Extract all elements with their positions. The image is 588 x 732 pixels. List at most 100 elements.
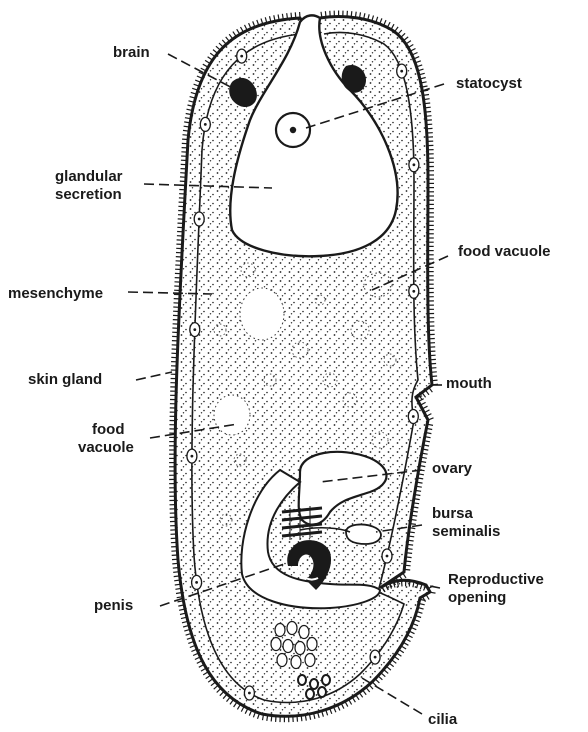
cilium [355, 12, 356, 18]
egg-dark [310, 679, 318, 689]
cilium [297, 716, 298, 722]
egg [287, 622, 297, 635]
cilium [408, 540, 414, 541]
egg [307, 638, 317, 651]
label-opening: opening [448, 589, 506, 606]
cilium [203, 672, 208, 675]
cilium [172, 563, 178, 564]
statolith [290, 127, 296, 133]
skin-gland-nucleus [193, 328, 196, 331]
cilium [425, 107, 431, 108]
cilium [405, 565, 411, 566]
cilium [351, 11, 352, 17]
cilium [398, 30, 402, 34]
cilium [206, 675, 211, 678]
cilium [395, 27, 399, 32]
cilium [402, 580, 403, 586]
cilium [227, 697, 231, 702]
cilium [408, 45, 413, 48]
cilium [381, 673, 386, 677]
cilium [183, 135, 189, 136]
label-brain: brain [113, 44, 150, 61]
cilium [431, 372, 437, 373]
cilium [219, 43, 223, 47]
egg [291, 656, 301, 669]
cilium [208, 679, 213, 683]
cilium [233, 32, 236, 37]
skin-gland-nucleus [374, 656, 377, 659]
cilium [174, 580, 180, 581]
cilium [394, 656, 399, 660]
label-skin-gland: skin gland [28, 371, 102, 388]
cilium [295, 12, 296, 18]
cilium [375, 679, 379, 683]
cilium [222, 40, 226, 44]
skin-gland-nucleus [248, 692, 251, 695]
cilium [216, 46, 221, 50]
cilium [271, 716, 272, 722]
cilium [407, 549, 413, 550]
cilium [210, 53, 215, 57]
cilium [408, 536, 414, 537]
cilium [426, 116, 432, 117]
cilium [205, 60, 210, 63]
cilium [226, 37, 230, 42]
skin-gland-nucleus [204, 123, 207, 126]
cilium [241, 27, 244, 32]
skin-gland-nucleus [195, 581, 198, 584]
food-vacuole-lower [214, 395, 250, 435]
cilium [396, 653, 401, 656]
egg-dark [318, 687, 326, 697]
cilium [211, 682, 216, 686]
cilium [399, 649, 404, 652]
cilium [363, 690, 367, 695]
cilium [183, 130, 189, 131]
cilium [291, 13, 292, 19]
label-mesenchyme: mesenchyme [8, 285, 103, 302]
cilium [359, 693, 363, 698]
skin-gland-nucleus [412, 415, 415, 418]
label-ovary: ovary [432, 460, 473, 477]
egg-dark [298, 675, 306, 685]
label-penis: penis [94, 597, 133, 614]
cilium [230, 700, 234, 705]
skin-gland-nucleus [412, 290, 415, 293]
skin-gland-nucleus [413, 163, 416, 166]
cilium [223, 694, 227, 699]
cilium [214, 685, 219, 689]
cilium [432, 380, 438, 381]
cilium [287, 13, 288, 19]
cilium [229, 34, 233, 39]
cilium [213, 50, 218, 54]
bursa-seminalis [346, 525, 381, 544]
egg-dark [306, 689, 314, 699]
egg [275, 624, 285, 637]
cilium [409, 532, 415, 533]
cilium [424, 103, 430, 104]
label-cilia: cilia [428, 711, 458, 728]
cilium [175, 584, 181, 585]
cilium [406, 553, 412, 554]
cilium [410, 524, 416, 525]
skin-gland-nucleus [386, 555, 389, 558]
label-seminalis: seminalis [432, 523, 500, 540]
cilium [301, 715, 302, 721]
cilium [425, 112, 431, 113]
cilium [431, 376, 437, 377]
skin-gland-nucleus [191, 455, 194, 458]
egg [299, 626, 309, 639]
cilium [404, 37, 409, 41]
skin-gland-nucleus [198, 218, 201, 221]
skin-gland-nucleus [400, 70, 403, 73]
cilium [369, 685, 373, 690]
egg [283, 640, 293, 653]
cilium [407, 544, 413, 545]
cilium [384, 670, 389, 674]
food-vacuole-large [240, 288, 284, 340]
egg [277, 654, 287, 667]
cilium [184, 126, 190, 127]
cilium [237, 29, 240, 34]
skin-gland-nucleus [240, 55, 243, 58]
cilium [325, 11, 326, 17]
